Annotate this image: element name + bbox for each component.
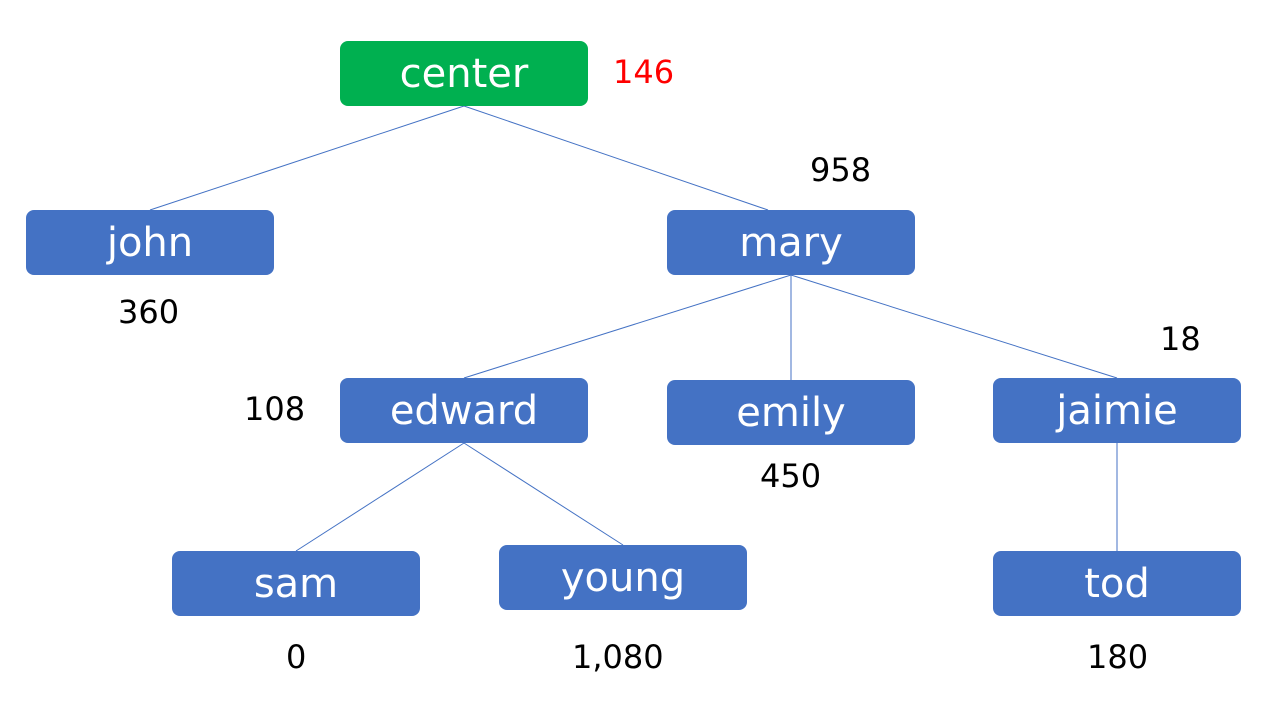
value-center: 146 (613, 53, 675, 91)
node-sam: sam (172, 551, 420, 616)
value-young: 1,080 (572, 638, 664, 676)
edge-center-john (149, 105, 465, 211)
value-edward: 108 (244, 390, 306, 428)
value-tod: 180 (1087, 638, 1149, 676)
node-young: young (499, 545, 747, 610)
value-john: 360 (118, 293, 180, 331)
node-edward: edward (340, 378, 588, 443)
value-emily: 450 (760, 457, 822, 495)
node-jaimie: jaimie (993, 378, 1241, 443)
node-john: john (26, 210, 274, 275)
edge-edward-young (463, 442, 624, 546)
value-sam: 0 (286, 638, 307, 676)
edge-mary-edward (463, 274, 792, 379)
edge-mary-jaimie (790, 274, 1118, 379)
value-jaimie: 18 (1160, 320, 1201, 358)
node-emily: emily (667, 380, 915, 445)
edge-center-mary (463, 105, 769, 211)
node-tod: tod (993, 551, 1241, 616)
value-mary: 958 (810, 151, 872, 189)
edge-edward-sam (295, 442, 465, 552)
node-center: center (340, 41, 588, 106)
node-mary: mary (667, 210, 915, 275)
